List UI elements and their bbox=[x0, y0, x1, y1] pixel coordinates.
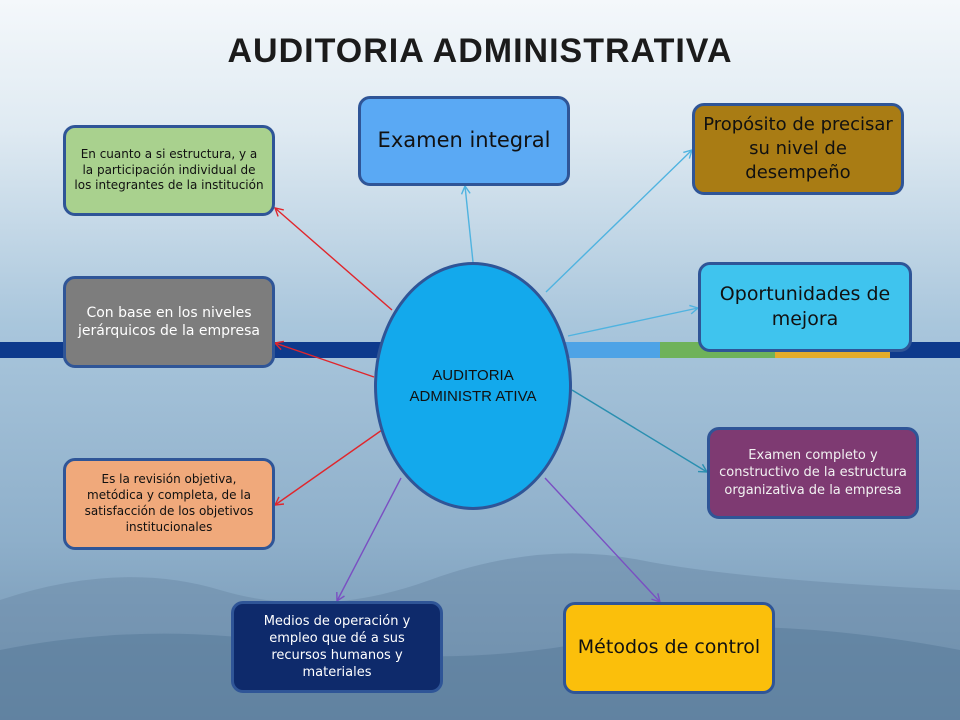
node-examen-completo: Examen completo y constructivo de la est… bbox=[707, 427, 919, 519]
node-examen-integral: Examen integral bbox=[358, 96, 570, 186]
page-title: AUDITORIA ADMINISTRATIVA bbox=[227, 32, 733, 70]
node-medios: Medios de operación y empleo que dé a su… bbox=[231, 601, 443, 693]
node-metodos: Métodos de control bbox=[563, 602, 775, 694]
node-proposito: Propósito de precisar su nivel de desemp… bbox=[692, 103, 904, 195]
node-estructura: En cuanto a si estructura, y a la partic… bbox=[63, 125, 275, 216]
node-oportunidades: Oportunidades de mejora bbox=[698, 262, 912, 352]
node-niveles: Con base en los niveles jerárquicos de l… bbox=[63, 276, 275, 368]
node-revision: Es la revisión objetiva, metódica y comp… bbox=[63, 458, 275, 550]
central-node: AUDITORIA ADMINISTR ATIVA bbox=[374, 262, 572, 510]
